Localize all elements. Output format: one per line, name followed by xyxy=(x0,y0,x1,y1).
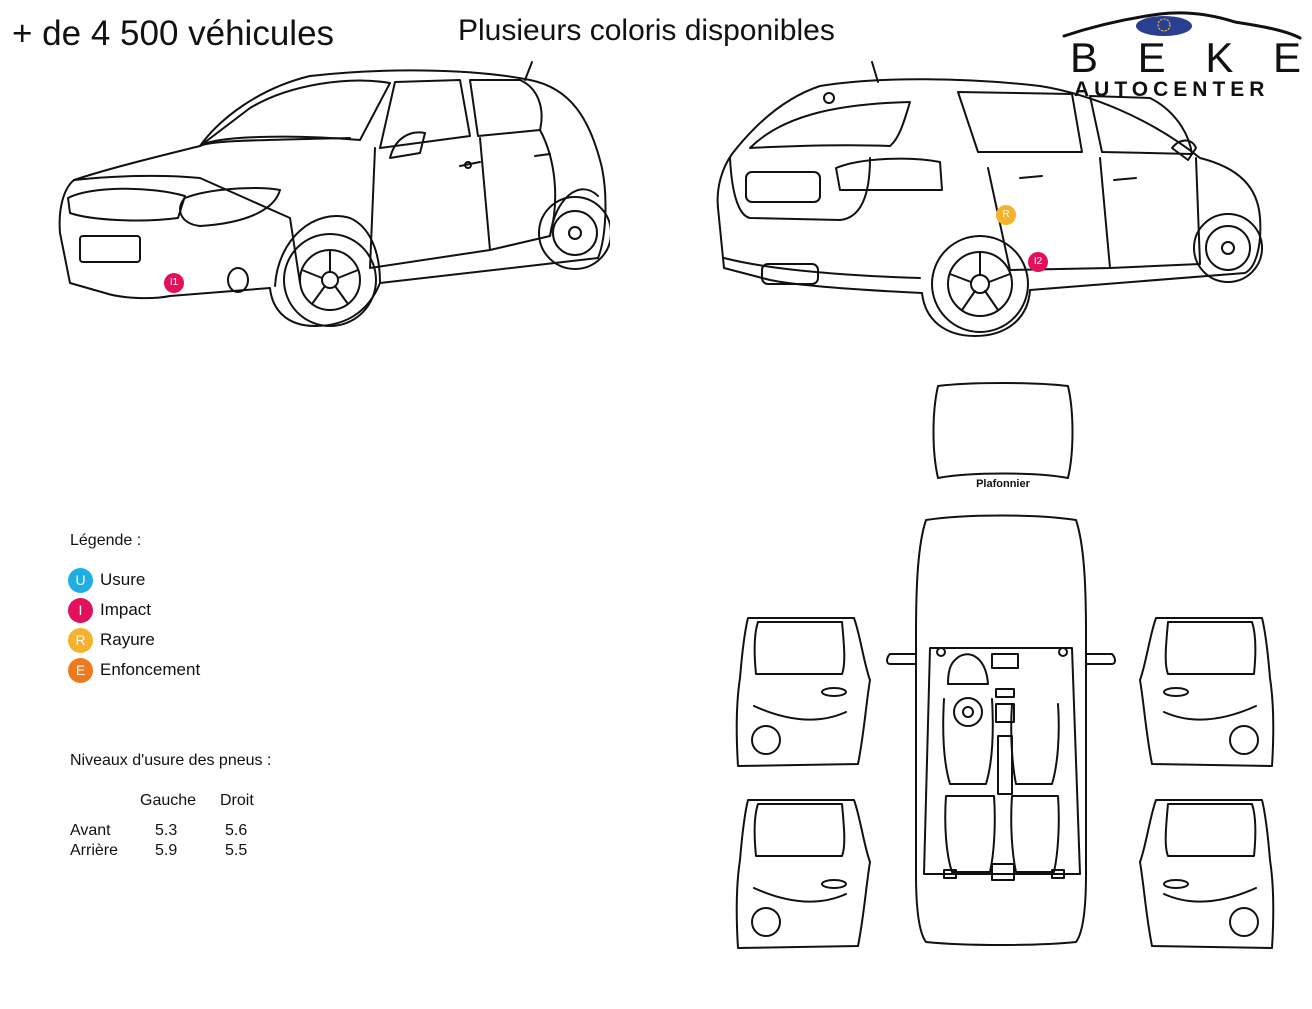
colors-heading: Plusieurs coloris disponibles xyxy=(458,14,835,47)
car-rear-three-quarter-view xyxy=(710,58,1270,343)
beke-autocenter-logo: B E K E AUTOCENTER xyxy=(1060,8,1304,104)
tire-row-label-rear: Arrière xyxy=(70,842,119,859)
logo-brand: B E K E xyxy=(1070,34,1312,81)
car-top-view-interior xyxy=(886,514,1118,946)
legend-dot-usure: U xyxy=(68,567,93,593)
tire-col-right: Droit xyxy=(220,792,254,809)
damage-marker-i2[interactable]: I2 xyxy=(1028,252,1048,272)
legend-dot-impact: I xyxy=(68,597,93,623)
legend-item-rayure: R Rayure xyxy=(68,627,155,653)
damage-marker-r[interactable]: R xyxy=(996,205,1016,225)
legend-item-usure: U Usure xyxy=(68,567,145,593)
door-rear-left xyxy=(734,796,874,952)
door-rear-right xyxy=(1136,796,1276,952)
legend-dot-enfoncement: E xyxy=(68,657,93,683)
tire-col-left: Gauche xyxy=(140,792,197,809)
stock-heading: + de 4 500 véhicules xyxy=(12,14,335,53)
damage-marker-i1[interactable]: I1 xyxy=(164,273,184,293)
car-front-three-quarter-view xyxy=(50,58,610,333)
legend-label-usure: Usure xyxy=(100,570,146,589)
legend-title: Légende : xyxy=(70,532,142,549)
tire-front-right-value: 5.6 xyxy=(225,822,248,839)
tire-rear-left-value: 5.9 xyxy=(155,842,178,859)
logo-car-silhouette xyxy=(1062,11,1302,40)
legend-item-impact: I Impact xyxy=(68,597,151,623)
tire-wear-title: Niveaux d'usure des pneus : xyxy=(70,752,272,769)
roof-label: Plafonnier xyxy=(976,478,1030,490)
door-front-left xyxy=(734,614,874,770)
legend-item-enfoncement: E Enfoncement xyxy=(68,657,200,683)
legend-label-impact: Impact xyxy=(100,600,152,619)
tire-front-left-value: 5.3 xyxy=(155,822,178,839)
tire-row-label-front: Avant xyxy=(70,822,111,839)
tire-rear-right-value: 5.5 xyxy=(225,842,248,859)
legend-label-enfoncement: Enfoncement xyxy=(100,660,201,679)
door-front-right xyxy=(1136,614,1276,770)
legend-label-rayure: Rayure xyxy=(100,630,155,649)
roof-panel-diagram xyxy=(930,382,1076,482)
logo-subtitle: AUTOCENTER xyxy=(1074,78,1270,101)
legend-dot-rayure: R xyxy=(68,627,93,653)
